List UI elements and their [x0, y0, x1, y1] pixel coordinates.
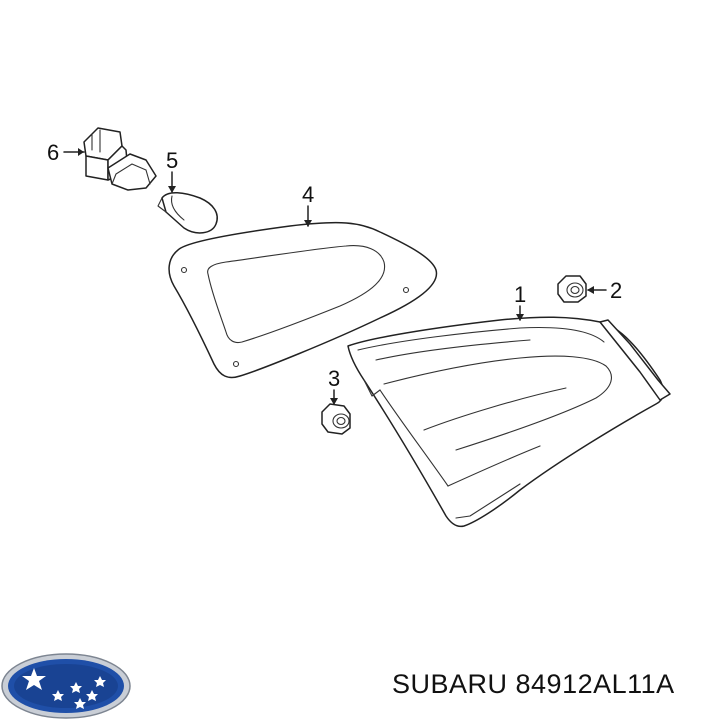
callout-2: 2: [587, 278, 622, 303]
callout-4: 4: [302, 182, 314, 227]
callout-number: 1: [514, 282, 526, 307]
part-4-gasket: [168, 221, 438, 379]
callout-number: 6: [47, 140, 59, 165]
callout-1: 1: [514, 282, 526, 321]
callout-number: 2: [610, 278, 622, 303]
callout-number: 5: [166, 148, 178, 173]
part-1-lamp-assembly: [347, 316, 671, 528]
callout-3: 3: [328, 366, 340, 405]
callout-number: 3: [328, 366, 340, 391]
callout-6: 6: [47, 140, 85, 165]
part-6-socket: [83, 127, 157, 191]
subaru-logo: [1, 653, 131, 719]
part-number-label: SUBARU 84912AL11A: [392, 669, 675, 699]
part-5-bulb: [157, 192, 218, 234]
callout-number: 4: [302, 182, 314, 207]
part-2-nut: [557, 275, 587, 303]
part-3-nut: [321, 403, 351, 435]
callout-5: 5: [166, 148, 178, 193]
logo-stars: [22, 668, 106, 709]
